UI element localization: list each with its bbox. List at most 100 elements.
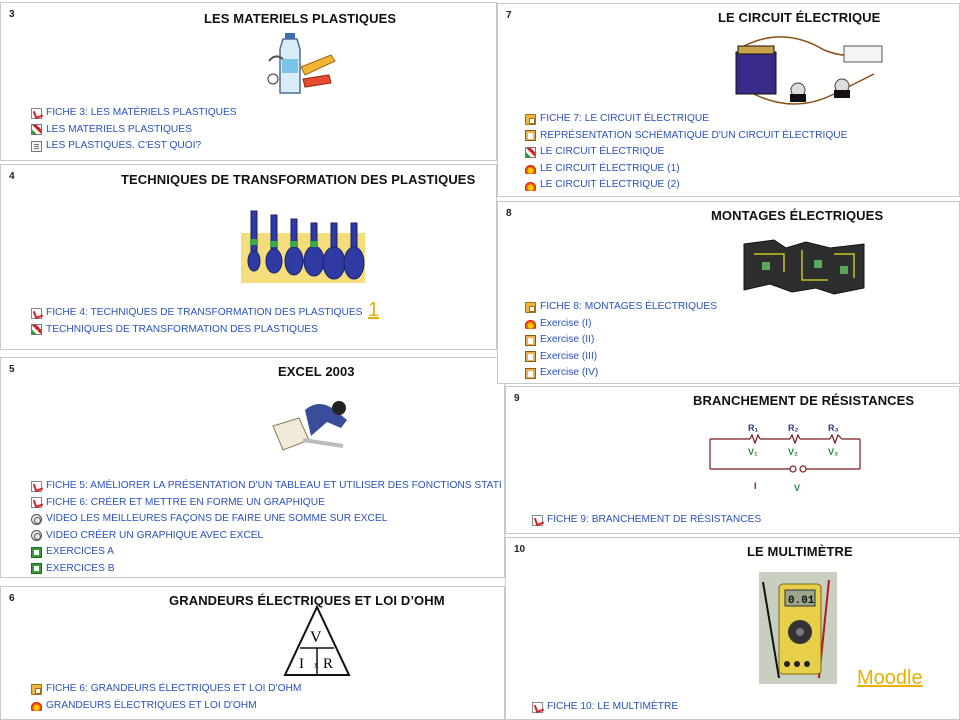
r2-label: R₂	[788, 423, 799, 433]
section-number: 10	[514, 544, 526, 555]
list-item[interactable]: FICHE 7: LE CIRCUIT ÉLECTRIQUE	[525, 111, 847, 128]
quiz-icon	[525, 146, 536, 158]
resource-link[interactable]: FICHE 7: LE CIRCUIT ÉLECTRIQUE	[540, 113, 710, 124]
resource-link[interactable]: GRANDEURS ÉLECTRIQUES ET LOI D'OHM	[46, 699, 257, 711]
resource-link[interactable]: Exercise (III)	[540, 350, 598, 362]
resource-link[interactable]: Exercise (I)	[540, 317, 592, 329]
list-item[interactable]: FICHE 3: LES MATÉRIELS PLASTIQUES	[31, 105, 237, 122]
page-icon	[31, 140, 42, 152]
list-item[interactable]: VIDEO LES MEILLEURES FAÇONS DE FAIRE UNE…	[31, 511, 502, 528]
resource-link[interactable]: LES MATERIELS PLASTIQUES	[46, 123, 192, 135]
pdf-icon	[31, 480, 42, 492]
resource-link[interactable]: FICHE 4: TECHNIQUES DE TRANSFORMATION DE…	[46, 307, 363, 318]
resource-link[interactable]: LE CIRCUIT ÉLECTRIQUE (1)	[540, 162, 680, 174]
clip-icon	[525, 334, 536, 346]
series-resistors-diagram: R₁ R₂ R₃ V₁ V₂ V₃ V I	[709, 423, 861, 493]
resource-link[interactable]: FICHE 10: LE MULTIMÈTRE	[547, 701, 679, 712]
list-item[interactable]: FICHE 8: MONTAGES ÉLECTRIQUES	[525, 299, 717, 316]
section-title: TECHNIQUES DE TRANSFORMATION DES PLASTIQ…	[121, 172, 476, 187]
list-item[interactable]: FICHE 6: CRÉER ET METTRE EN FORME UN GRA…	[31, 495, 502, 512]
ohm-i-label: I	[299, 656, 304, 672]
ohm-x-label: x	[314, 660, 319, 670]
resource-link[interactable]: EXERCICES A	[46, 546, 114, 557]
list-item[interactable]: GRANDEURS ÉLECTRIQUES ET LOI D'OHM	[31, 698, 301, 715]
electric-circuit-illustration	[735, 36, 883, 105]
section-items: FICHE 4: TECHNIQUES DE TRANSFORMATION DE…	[31, 305, 362, 338]
list-item[interactable]: FICHE 10: LE MULTIMÈTRE	[532, 699, 678, 716]
quiz-icon	[31, 124, 42, 136]
resource-link[interactable]: FICHE 3: LES MATÉRIELS PLASTIQUES	[46, 107, 237, 118]
resource-link[interactable]: REPRÉSENTATION SCHÉMATIQUE D'UN CIRCUIT …	[540, 129, 848, 141]
section-8: 8 MONTAGES ÉLECTRIQUES FICHE 8: MONTAGES…	[497, 201, 960, 384]
list-item[interactable]: VIDEO CRÉER UN GRAPHIQUE AVEC EXCEL	[31, 528, 502, 545]
clip-icon	[525, 367, 536, 379]
section-title: LE MULTIMÈTRE	[747, 544, 853, 559]
resource-link[interactable]: Exercise (II)	[540, 334, 595, 345]
resource-link[interactable]: LE CIRCUIT ÉLECTRIQUE (2)	[540, 179, 680, 190]
list-item[interactable]: REPRÉSENTATION SCHÉMATIQUE D'UN CIRCUIT …	[525, 128, 847, 145]
r1-label: R₁	[748, 423, 758, 433]
list-item[interactable]: LE CIRCUIT ÉLECTRIQUE (2)	[525, 177, 847, 194]
list-item[interactable]: FICHE 6: GRANDEURS ÉLECTRIQUES ET LOI D'…	[31, 681, 301, 698]
moodle-link[interactable]: Moodle	[857, 667, 923, 689]
resource-link[interactable]: TECHNIQUES DE TRANSFORMATION DES PLASTIQ…	[46, 323, 318, 335]
list-item[interactable]: FICHE 5: AMÉLIORER LA PRÉSENTATION D'UN …	[31, 478, 502, 495]
section-number: 6	[9, 593, 15, 604]
pdf-icon	[31, 107, 42, 119]
multimeter-photo: 0.01	[759, 572, 837, 684]
list-item[interactable]: LE CIRCUIT ÉLECTRIQUE	[525, 144, 847, 161]
section-7: 7 LE CIRCUIT ÉLECTRIQUE FICHE 7: LE CIRC…	[497, 3, 960, 197]
resource-link[interactable]: LES PLASTIQUES. C'EST QUOI?	[46, 140, 202, 151]
section-5: 5 EXCEL 2003 FICHE 5: AMÉLIORER LA PRÉSE…	[0, 357, 505, 578]
video-icon	[31, 530, 42, 542]
list-item[interactable]: Exercise (III)	[525, 349, 717, 366]
section-number: 7	[506, 10, 512, 21]
ohm-law-triangle: V I x R	[283, 605, 351, 676]
green-icon	[31, 546, 42, 558]
list-item[interactable]: LES PLASTIQUES. C'EST QUOI?	[31, 138, 237, 155]
resource-link[interactable]: FICHE 6: CRÉER ET METTRE EN FORME UN GRA…	[46, 496, 325, 508]
resource-link[interactable]: FICHE 9: BRANCHEMENT DE RÉSISTANCES	[547, 514, 762, 525]
section-items: FICHE 10: LE MULTIMÈTRE	[532, 699, 678, 716]
section-items: FICHE 3: LES MATÉRIELS PLASTIQUES LES MAT…	[31, 105, 237, 155]
list-item[interactable]: Exercise (IV)	[525, 365, 717, 382]
pdf-icon	[31, 307, 42, 319]
section-items: FICHE 5: AMÉLIORER LA PRÉSENTATION D'UN …	[31, 478, 502, 577]
list-item[interactable]: FICHE 4: TECHNIQUES DE TRANSFORMATION DE…	[31, 305, 362, 322]
resource-link[interactable]: FICHE 5: AMÉLIORER LA PRÉSENTATION D'UN …	[46, 480, 502, 491]
resource-link[interactable]: EXERCICES B	[46, 562, 115, 574]
folder-icon	[31, 683, 42, 695]
list-item[interactable]: LES MATERIELS PLASTIQUES	[31, 122, 237, 139]
source-voltage-label: V	[794, 483, 800, 493]
quiz-icon	[31, 324, 42, 336]
pdf-icon	[532, 514, 543, 526]
resource-link[interactable]: VIDEO CRÉER UN GRAPHIQUE AVEC EXCEL	[46, 529, 264, 541]
marker-1-link[interactable]: 1	[368, 299, 380, 321]
list-item[interactable]: FICHE 9: BRANCHEMENT DE RÉSISTANCES	[532, 512, 761, 529]
video-icon	[31, 513, 42, 525]
section-title: LES MATERIELS PLASTIQUES	[204, 11, 397, 26]
section-3: 3 LES MATERIELS PLASTIQUES FICHE 3: LES …	[0, 2, 497, 161]
fire-icon	[31, 700, 42, 712]
list-item[interactable]: EXERCICES A	[31, 544, 502, 561]
worker-pushing-block-illustration	[272, 401, 347, 451]
resource-link[interactable]: FICHE 6: GRANDEURS ÉLECTRIQUES ET LOI D'…	[46, 683, 302, 694]
section-number: 5	[9, 364, 15, 375]
section-title: EXCEL 2003	[278, 364, 355, 379]
molding-process-illustration	[241, 210, 365, 283]
green-icon	[31, 563, 42, 575]
resource-link[interactable]: Exercise (IV)	[540, 367, 599, 378]
current-label: I	[754, 481, 757, 491]
list-item[interactable]: LE CIRCUIT ÉLECTRIQUE (1)	[525, 161, 847, 178]
fire-icon	[525, 179, 536, 191]
resource-link[interactable]: FICHE 8: MONTAGES ÉLECTRIQUES	[540, 301, 717, 312]
resource-link[interactable]: LE CIRCUIT ÉLECTRIQUE	[540, 146, 665, 157]
list-item[interactable]: EXERCICES B	[31, 561, 502, 578]
section-items: FICHE 8: MONTAGES ÉLECTRIQUES Exercise (I…	[525, 299, 717, 382]
section-10: 10 LE MULTIMÈTRE 0.01 FICHE 10: LE MULTI…	[505, 537, 960, 720]
section-items: FICHE 9: BRANCHEMENT DE RÉSISTANCES	[532, 512, 761, 529]
list-item[interactable]: TECHNIQUES DE TRANSFORMATION DES PLASTIQ…	[31, 322, 362, 339]
list-item[interactable]: Exercise (II)	[525, 332, 717, 349]
list-item[interactable]: Exercise (I)	[525, 316, 717, 333]
resource-link[interactable]: VIDEO LES MEILLEURES FAÇONS DE FAIRE UNE…	[46, 513, 388, 524]
